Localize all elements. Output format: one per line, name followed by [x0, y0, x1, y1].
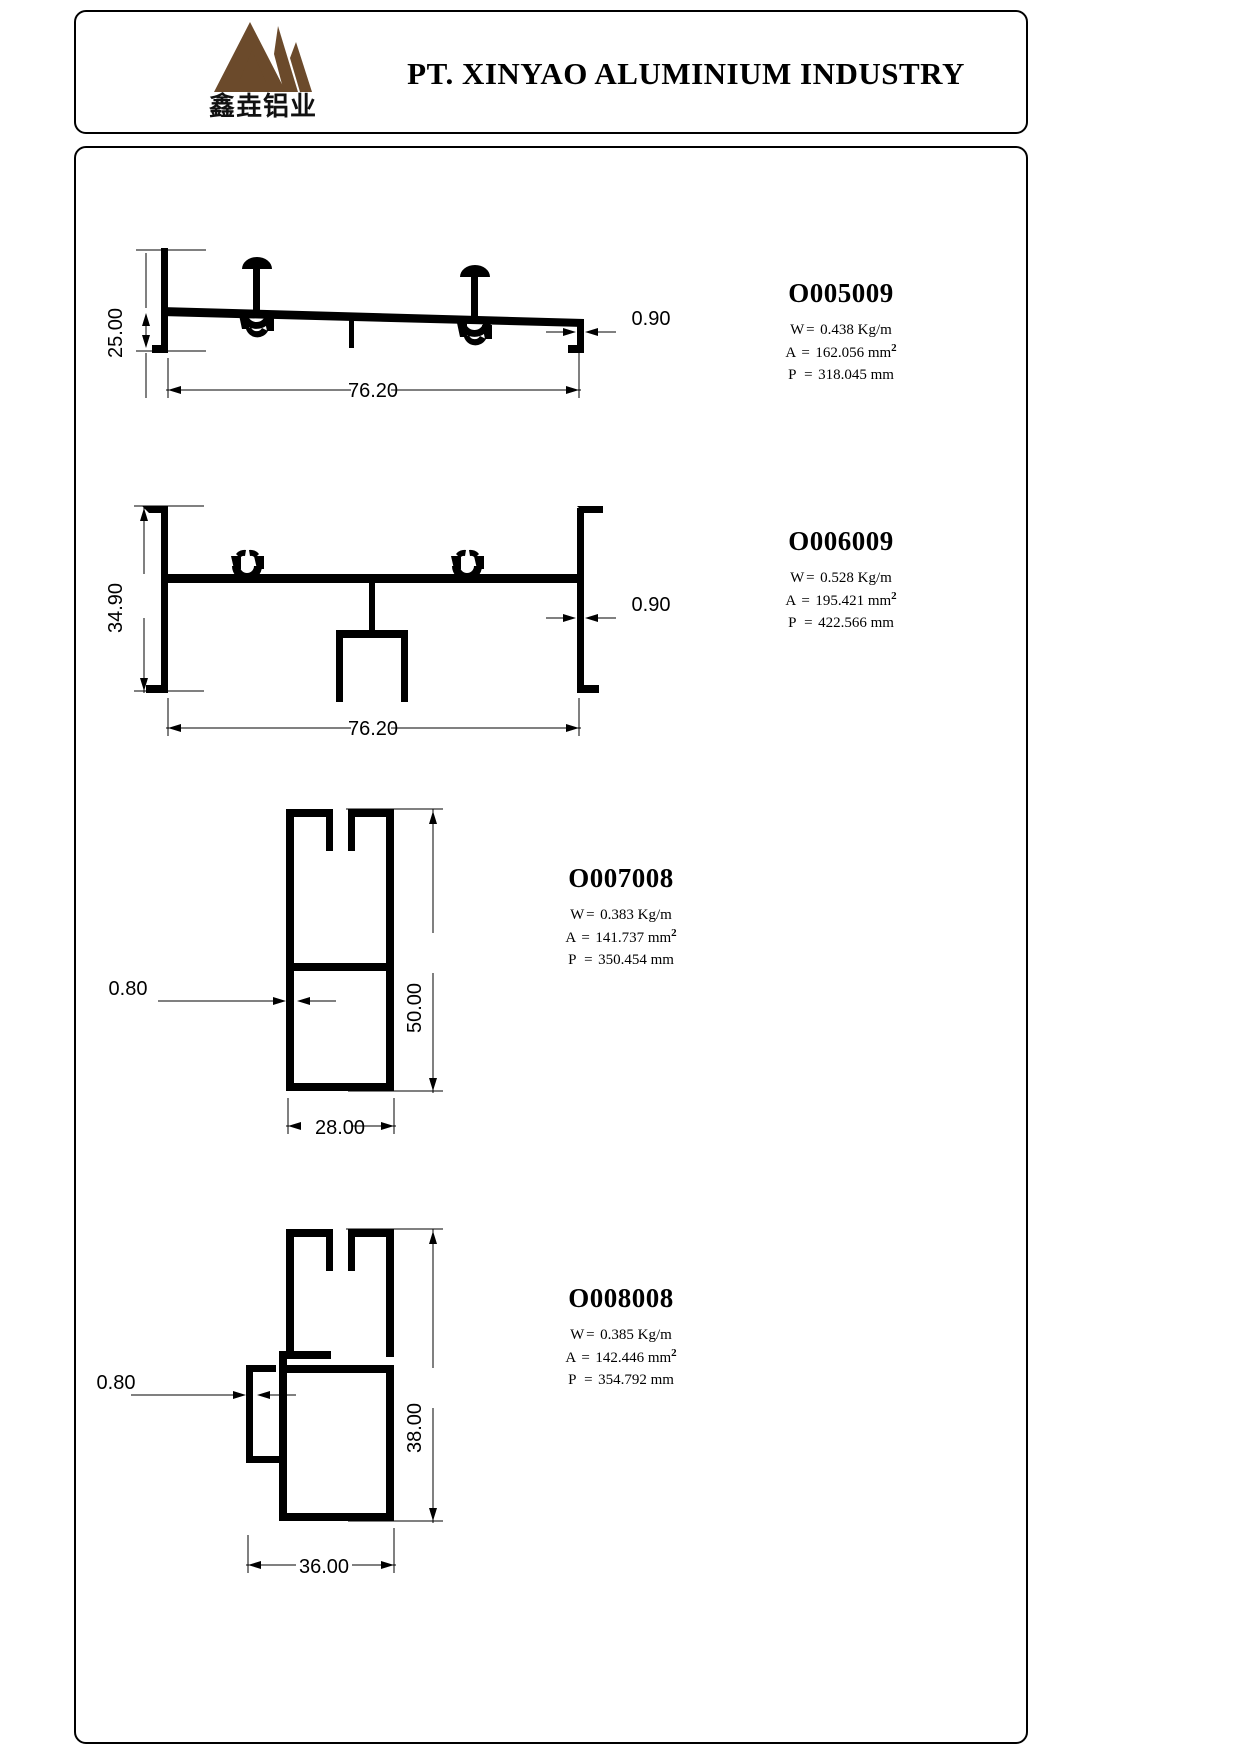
profile-2-svg: 34.90 76.20 0.90 — [106, 505, 671, 740]
dimension-thickness-2: 0.90 — [632, 594, 671, 616]
property-perimeter-3: P=350.454 mm — [568, 951, 674, 968]
profile-spec-2: O006009 W=0.528 Kg/m A=195.421 mm2 P=422… — [676, 526, 1006, 634]
profile-drawing-4: 38.00 36.00 0.80 — [96, 1213, 536, 1613]
company-title: PT. XINYAO ALUMINIUM INDUSTRY — [407, 56, 965, 91]
dimension-width-3: 28.00 — [315, 1117, 365, 1139]
dimension-height-1: 25.00 — [106, 308, 127, 358]
dimension-width-2: 76.20 — [348, 718, 398, 740]
property-weight-3: W=0.383 Kg/m — [570, 907, 672, 923]
profile-drawing-1: 25.00 76.20 0.90 — [106, 193, 726, 443]
profile-spec-3: O007008 W=0.383 Kg/m A=141.737 mm2 P=350… — [456, 863, 786, 971]
property-perimeter-1: P=318.045 mm — [788, 366, 894, 383]
dimension-thickness-1: 0.90 — [632, 308, 671, 330]
logo-chinese-text: 鑫垚铝业 — [208, 92, 317, 122]
profile-code-3: O007008 — [568, 863, 674, 893]
mountain-logo-icon — [214, 22, 312, 92]
dimension-height-3: 50.00 — [404, 983, 426, 1033]
property-weight-4: W=0.385 Kg/m — [570, 1327, 672, 1343]
profile-properties-3: W=0.383 Kg/m A=141.737 mm2 P=350.454 mm — [456, 905, 786, 971]
property-area-1: A=162.056 mm2 — [785, 342, 897, 362]
profile-1-svg: 25.00 76.20 0.90 — [106, 248, 671, 402]
property-weight-2: W=0.528 Kg/m — [790, 570, 892, 586]
profile-properties-1: W=0.438 Kg/m A=162.056 mm2 P=318.045 mm — [676, 320, 1006, 386]
profile-properties-2: W=0.528 Kg/m A=195.421 mm2 P=422.566 mm — [676, 568, 1006, 634]
drawings-frame: 25.00 76.20 0.90 O005009 W=0.438 Kg/m A=… — [74, 146, 1028, 1744]
property-area-4: A=142.446 mm2 — [565, 1347, 677, 1367]
dimension-width-1: 76.20 — [348, 380, 398, 402]
profile-drawing-2: 34.90 76.20 0.90 — [106, 478, 726, 758]
profile-code-4: O008008 — [568, 1283, 674, 1313]
dimension-width-4: 36.00 — [299, 1556, 349, 1578]
profile-properties-4: W=0.385 Kg/m A=142.446 mm2 P=354.792 mm — [456, 1325, 786, 1391]
profile-3-svg: 50.00 28.00 0.80 — [109, 808, 443, 1139]
profile-code-2: O006009 — [788, 526, 894, 556]
property-perimeter-2: P=422.566 mm — [788, 614, 894, 631]
property-area-3: A=141.737 mm2 — [565, 927, 677, 947]
property-area-2: A=195.421 mm2 — [785, 590, 897, 610]
profile-code-1: O005009 — [788, 278, 894, 308]
property-weight-1: W=0.438 Kg/m — [790, 322, 892, 338]
profile-4-svg: 38.00 36.00 0.80 — [97, 1228, 443, 1578]
dimension-height-2: 34.90 — [106, 583, 127, 633]
profile-spec-1: O005009 W=0.438 Kg/m A=162.056 mm2 P=318… — [676, 278, 1006, 386]
company-logo: 鑫垚铝业 — [188, 20, 338, 132]
profile-drawing-3: 50.00 28.00 0.80 — [96, 793, 536, 1163]
dimension-height-4: 38.00 — [404, 1403, 426, 1453]
header-frame: 鑫垚铝业 PT. XINYAO ALUMINIUM INDUSTRY — [74, 10, 1028, 134]
property-perimeter-4: P=354.792 mm — [568, 1371, 674, 1388]
dimension-thickness-3: 0.80 — [109, 978, 148, 1000]
profile-spec-4: O008008 W=0.385 Kg/m A=142.446 mm2 P=354… — [456, 1283, 786, 1391]
dimension-thickness-4: 0.80 — [97, 1372, 136, 1394]
